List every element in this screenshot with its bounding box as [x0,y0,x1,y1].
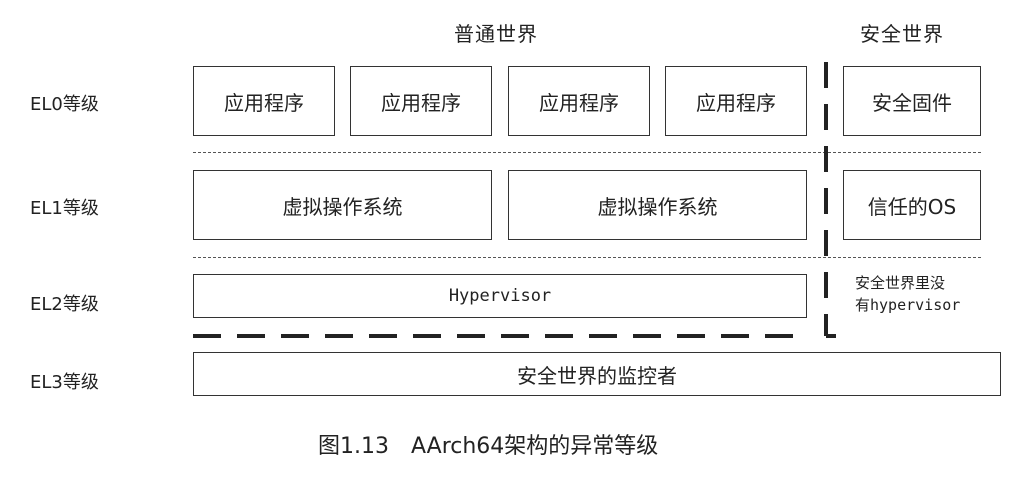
secure-firmware-box: 安全固件 [843,66,981,136]
normal-world-header: 普通世界 [454,22,538,46]
el0-divider [193,152,981,153]
el1-divider [193,257,981,258]
note-line-1: 安全世界里没 [855,274,946,292]
hypervisor-box: Hypervisor [193,274,807,318]
app-box-1: 应用程序 [193,66,335,136]
secure-monitor-box: 安全世界的监控者 [193,352,1001,396]
guest-os-box-1: 虚拟操作系统 [193,170,492,240]
note-line-2: 有hypervisor [855,296,961,314]
el3-label: EL3等级 [30,372,99,393]
el1-label: EL1等级 [30,198,99,219]
app-box-2: 应用程序 [350,66,492,136]
app-box-3: 应用程序 [508,66,650,136]
trusted-os-box: 信任的OS [843,170,981,240]
secure-world-header: 安全世界 [860,22,944,46]
secure-no-hypervisor-note: 安全世界里没 有hypervisor [855,272,960,316]
app-box-4: 应用程序 [665,66,807,136]
figure-caption: 图1.13 AArch64架构的异常等级 [318,434,659,459]
el2-label: EL2等级 [30,294,99,315]
el0-label: EL0等级 [30,94,99,115]
guest-os-box-2: 虚拟操作系统 [508,170,807,240]
